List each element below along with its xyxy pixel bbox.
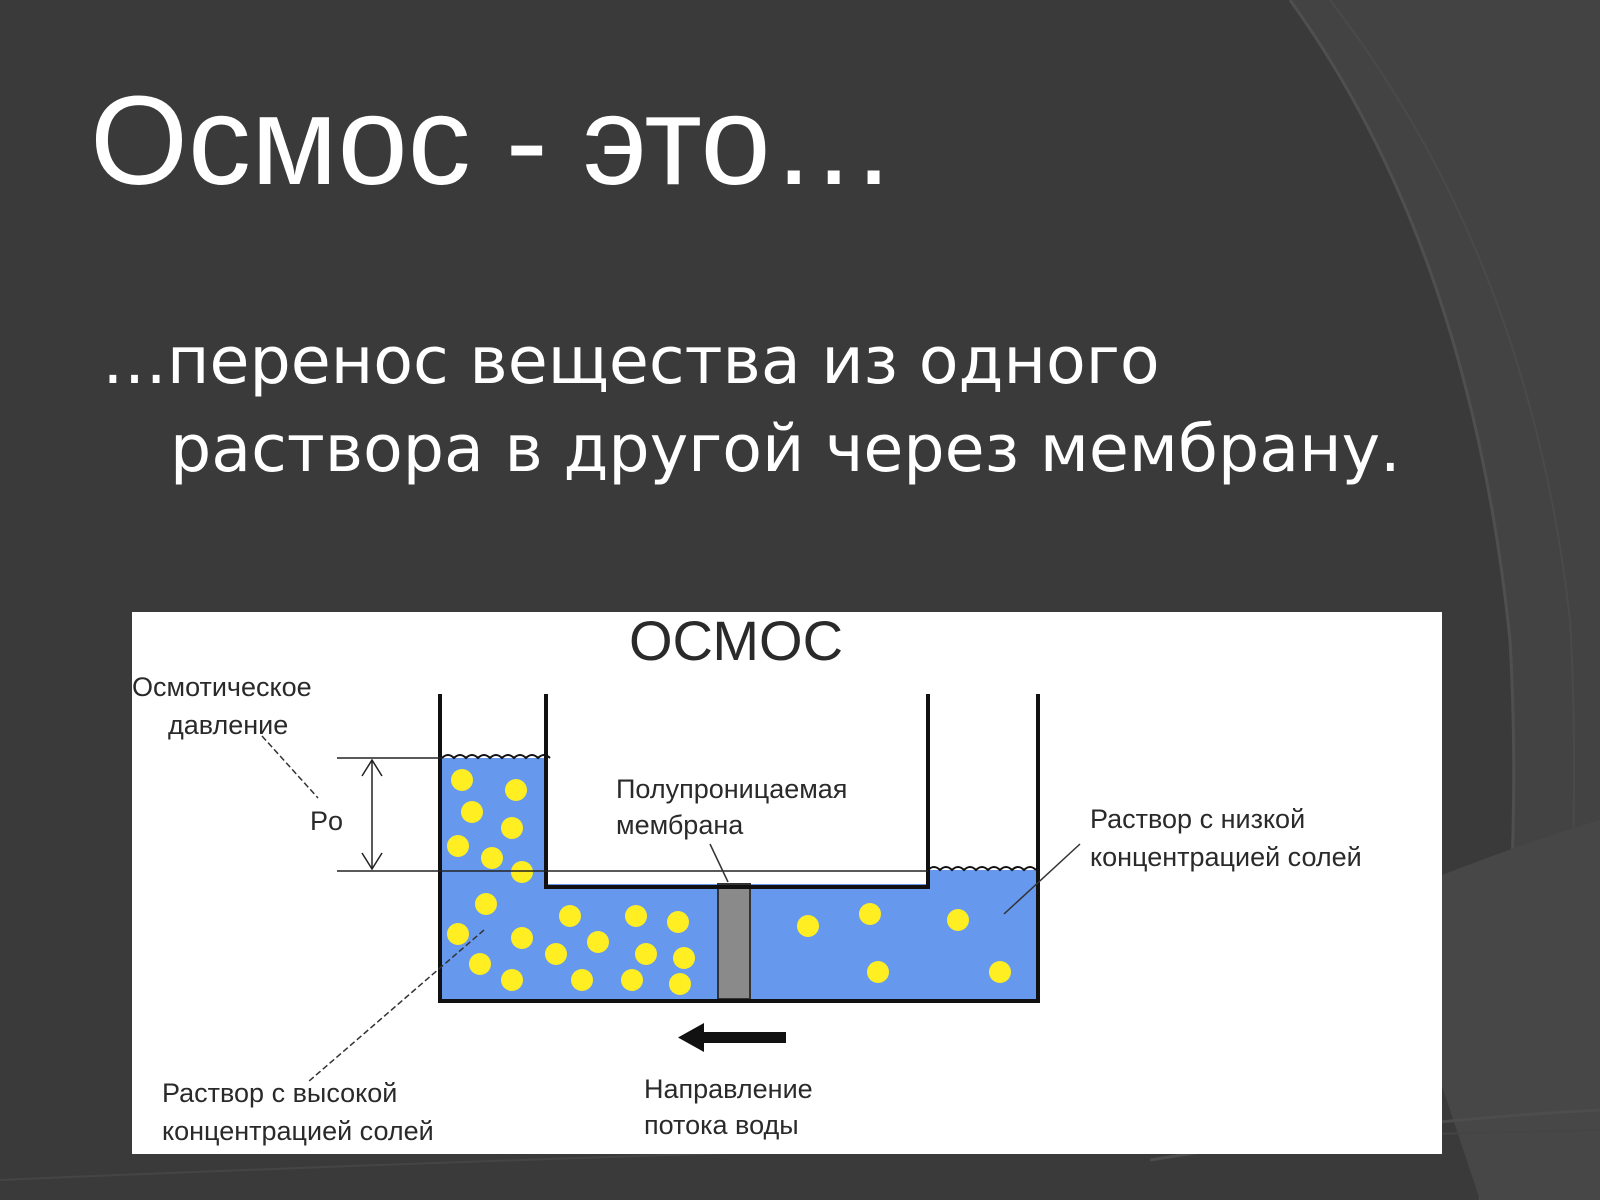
slide-body-text: …перенос вещества из одного раствора в д… — [102, 318, 1502, 494]
salt-particle — [867, 961, 889, 983]
low-concentration-label-line-1: Раствор с низкой — [1090, 804, 1305, 834]
body-text-line-2: раствора в другой через мембрану. — [170, 412, 1401, 487]
right-surface-ripple — [927, 866, 1037, 872]
slide-title: Осмос - это… — [90, 70, 897, 211]
flow-direction-label-line-1: Направление — [644, 1074, 813, 1104]
salt-particle — [447, 923, 469, 945]
body-text-line-1: …перенос вещества из одного — [102, 324, 1160, 399]
salt-particle — [501, 969, 523, 991]
arrowhead-up — [361, 758, 383, 777]
salt-particle — [511, 927, 533, 949]
osmosis-diagram: ОСМОС — [132, 612, 1442, 1154]
flow-direction-arrow — [678, 1023, 786, 1052]
salt-particle — [451, 769, 473, 791]
semipermeable-membrane — [717, 883, 751, 1000]
osmotic-pressure-label-line-1: Осмотическое — [132, 672, 312, 702]
salt-particle — [505, 779, 527, 801]
low-solution-leader-line — [1003, 843, 1081, 915]
low-concentration-label-line-2: концентрацией солей — [1090, 842, 1362, 872]
salt-particle — [635, 943, 657, 965]
salt-particle — [481, 847, 503, 869]
left-surface-ripple — [441, 754, 551, 760]
salt-particle — [571, 969, 593, 991]
pressure-symbol: Po — [310, 806, 343, 836]
salt-particle — [469, 953, 491, 975]
salt-particle — [989, 961, 1011, 983]
salt-particle — [625, 905, 647, 927]
membrane-label-line-1: Полупроницаемая — [616, 774, 847, 804]
arrowhead-down — [361, 852, 383, 871]
salt-particle — [797, 915, 819, 937]
salt-particle — [859, 903, 881, 925]
high-concentration-label-line-1: Раствор с высокой — [162, 1078, 397, 1108]
diagram-heading: ОСМОС — [629, 612, 843, 672]
high-concentration-label-line-2: концентрацией солей — [162, 1116, 434, 1146]
salt-particle — [475, 893, 497, 915]
high-solution-leader-line — [307, 929, 485, 1083]
pressure-leader-line — [261, 735, 319, 799]
salt-particle — [447, 835, 469, 857]
salt-particle — [587, 931, 609, 953]
salt-particle — [673, 947, 695, 969]
salt-particle — [667, 911, 689, 933]
osmotic-pressure-label-line-2: давление — [168, 710, 288, 740]
salt-particle — [461, 801, 483, 823]
salt-particle — [669, 973, 691, 995]
vessel-inner-wall — [544, 694, 930, 889]
salt-particles — [447, 769, 1011, 995]
membrane-leader-line — [709, 843, 729, 883]
salt-particle — [501, 817, 523, 839]
salt-particle — [511, 861, 533, 883]
salt-particle — [545, 943, 567, 965]
salt-particle — [559, 905, 581, 927]
salt-particle — [621, 969, 643, 991]
vessel-outline — [438, 694, 1040, 1003]
salt-particle — [947, 909, 969, 931]
water-right-column — [926, 870, 1036, 890]
membrane-label-line-2: мембрана — [616, 810, 744, 840]
flow-direction-label-line-2: потока воды — [644, 1110, 799, 1140]
